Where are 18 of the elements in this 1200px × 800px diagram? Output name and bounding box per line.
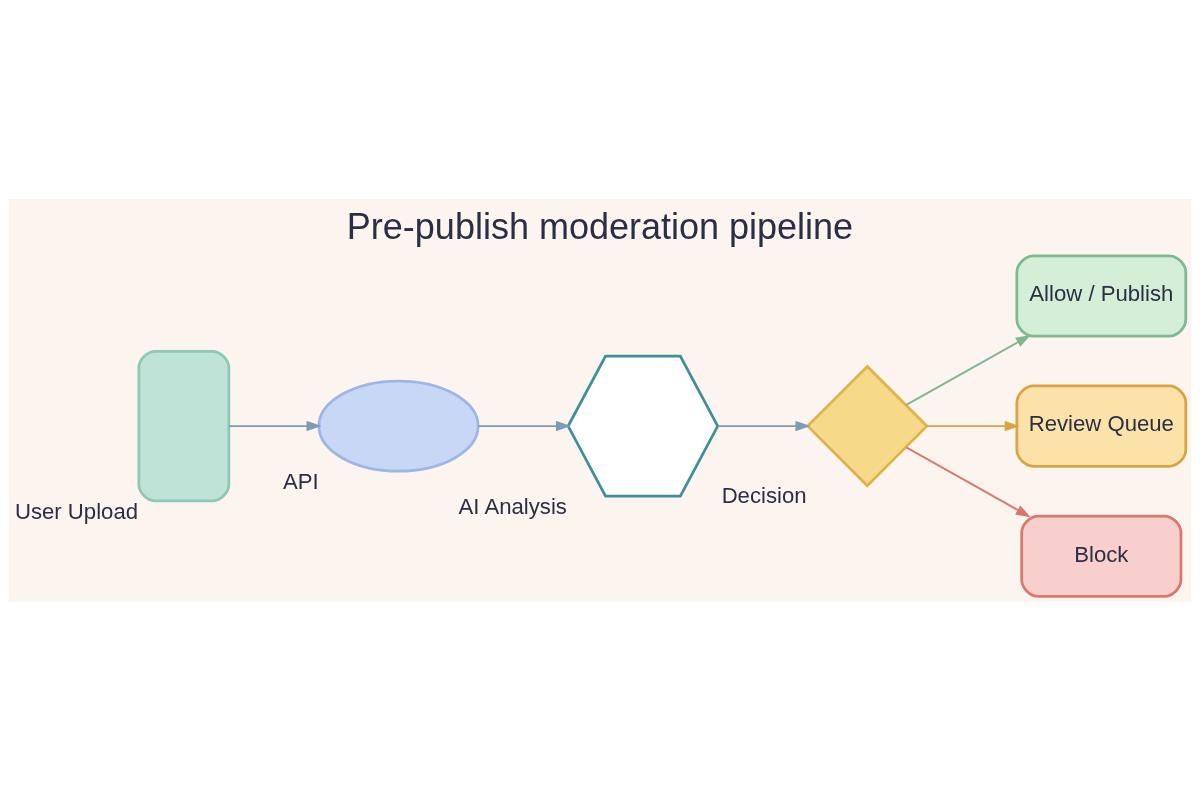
- node-box: Allow / Publish: [1015, 253, 1188, 337]
- node-label: API: [283, 468, 319, 494]
- node-label: Decision: [721, 482, 807, 508]
- arrow: [905, 334, 1031, 406]
- node-label: User Upload: [14, 498, 139, 524]
- node-cloud: [317, 379, 480, 472]
- node-label: AI Analysis: [458, 493, 567, 519]
- arrow: [228, 420, 322, 431]
- diagram-title: Pre-publish moderation pipeline: [346, 205, 854, 247]
- arrow: [926, 420, 1020, 431]
- arrow: [477, 420, 571, 431]
- node-diamond: [805, 364, 929, 488]
- node-box: Review Queue: [1015, 384, 1188, 468]
- node-box: [137, 349, 231, 502]
- arrow: [717, 420, 811, 431]
- node-hexagon: [566, 354, 720, 497]
- node-box: Block: [1020, 514, 1183, 598]
- arrow: [905, 445, 1031, 517]
